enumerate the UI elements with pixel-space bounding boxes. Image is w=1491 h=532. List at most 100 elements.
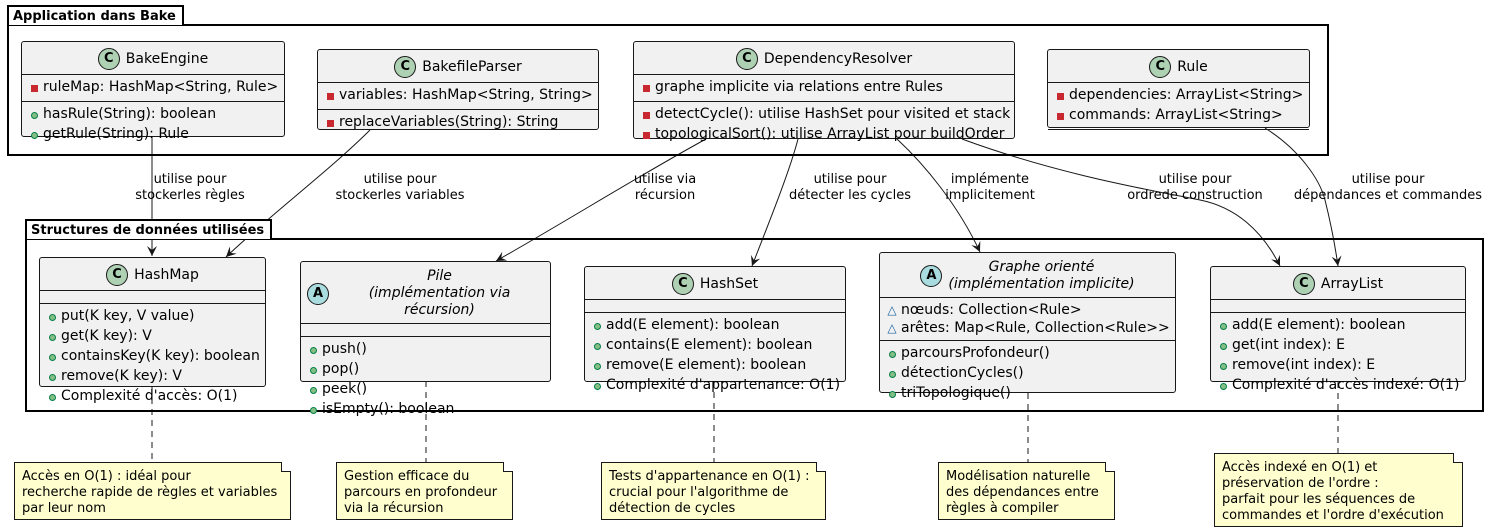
abstract-badge-icon: A [307,282,329,305]
abstract-badge-icon: A [920,265,943,287]
note-hashset: Tests d'appartenance en O(1) :crucial po… [601,462,826,520]
public-icon [307,382,319,400]
private-icon [1054,108,1066,126]
method-row: remove(int index): E [1217,356,1459,376]
public-icon [1217,318,1229,336]
public-icon [28,107,40,125]
class-name: BakeEngine [125,51,209,67]
class-graphe-oriente[interactable]: A Graphe orienté(implémentation implicite… [879,252,1176,401]
method-row: peek() [307,380,544,400]
class-rule[interactable]: C Rule dependencies: ArrayList<String> co… [1047,49,1310,130]
class-badge-icon: C [735,48,758,70]
class-badge-icon: C [1149,56,1172,78]
method-row: containsKey(K key): boolean [46,347,260,367]
class-dependency-resolver[interactable]: C DependencyResolver graphe implicite via… [633,41,1015,142]
public-icon [46,349,58,367]
method-row: Complexité d'appartenance: O(1) [591,376,840,396]
public-icon [591,318,603,336]
public-icon [886,346,898,364]
method-row: get(K key): V [46,327,259,347]
class-badge-icon: C [671,273,694,295]
private-icon [640,107,652,125]
public-icon [886,366,898,384]
public-icon [46,309,58,327]
private-icon [640,127,652,145]
triangle-icon: △ [887,321,897,335]
method-row: détectionCycles() [886,364,1169,384]
attribute-row: dependencies: ArrayList<String> [1054,86,1303,106]
public-icon [591,338,603,356]
public-icon [46,369,58,387]
private-icon [324,115,336,133]
method-row: hasRule(String): boolean [28,105,278,125]
class-name: Graphe orienté [988,259,1095,275]
public-icon [1217,338,1229,356]
attribute-row: ruleMap: HashMap<String, Rule> [28,78,278,98]
class-name: ArrayList [1320,276,1384,292]
attribute-row: variables: HashMap<String, String> [324,86,593,106]
class-badge-icon: C [394,56,417,78]
public-icon [28,127,40,145]
triangle-icon: △ [887,303,897,317]
method-row: add(E element): boolean [1217,316,1459,336]
attribute-row: △nœuds: Collection<Rule> [887,302,1082,318]
attribute-row: △arêtes: Map<Rule, Collection<Rule>> [887,320,1170,336]
class-name: BakefileParser [422,59,522,75]
method-row: getRule(String): Rule [28,125,278,145]
public-icon [307,402,319,420]
class-name: Pile [427,268,452,284]
private-icon [324,88,336,106]
method-row: triTopologique() [886,384,1169,404]
public-icon [46,389,58,407]
method-row: isEmpty(): boolean [307,400,544,420]
private-icon [1054,88,1066,106]
class-name: HashSet [699,276,759,292]
public-icon [46,329,58,347]
class-name: HashMap [134,267,199,283]
attribute-row: graphe implicite via relations entre Rul… [640,78,1008,98]
method-row: remove(E element): boolean [591,356,839,376]
method-row: get(int index): E [1217,336,1459,356]
class-bakefile-parser[interactable]: C BakefileParser variables: HashMap<Strin… [317,49,599,130]
method-row: push() [307,340,544,360]
public-icon [1217,358,1229,376]
method-row: parcoursProfondeur() [886,344,1169,364]
private-icon [28,80,40,98]
method-row: remove(K key): V [46,367,259,387]
package-application [7,24,1329,156]
class-badge-icon: C [1292,273,1315,295]
method-row: Complexité d'accès: O(1) [46,387,259,407]
attribute-row: commands: ArrayList<String> [1054,106,1303,126]
method-row: Complexité d'accès indexé: O(1) [1217,376,1459,396]
package-structures-tab: Structures de données utilisées [25,219,273,239]
method-row: contains(E element): boolean [591,336,839,356]
public-icon [886,386,898,404]
method-row: put(K key, V value) [46,307,259,327]
package-application-tab: Application dans Bake [7,5,184,25]
class-pile[interactable]: A Pile(implémentation via récursion) push… [300,261,551,417]
class-arraylist[interactable]: C ArrayList add(E element): boolean get(i… [1210,266,1466,393]
method-row: detectCycle(): utilise HashSet pour visi… [640,105,1010,125]
class-name: Rule [1177,59,1208,75]
class-subtitle: (implémentation via récursion) [368,285,511,318]
package-structures [25,238,1484,412]
method-row: topologicalSort(): utilise ArrayList pou… [640,125,1008,145]
class-bake-engine[interactable]: C BakeEngine ruleMap: HashMap<String, Rul… [21,41,285,142]
method-row: pop() [307,360,544,380]
class-name: DependencyResolver [763,51,913,67]
class-subtitle: (implémentation implicite) [948,276,1135,292]
class-badge-icon: C [97,48,120,70]
public-icon [307,342,319,360]
